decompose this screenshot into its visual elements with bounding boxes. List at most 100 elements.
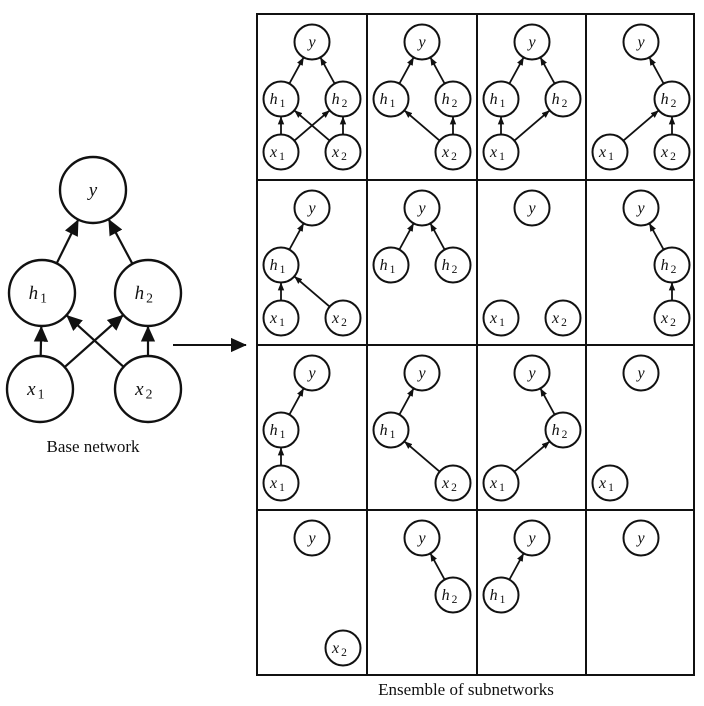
node-x2-circle	[434, 133, 472, 171]
node-x2-circle	[324, 133, 362, 171]
node-y-label: y	[306, 34, 316, 51]
node-y-circle	[622, 519, 660, 557]
node-x1-circle	[5, 354, 75, 424]
edge-h1-to-y	[288, 57, 305, 85]
node-y-circle	[513, 354, 551, 392]
node-y-label: y	[306, 200, 316, 217]
node-y: y	[513, 354, 551, 392]
node-y-label: y	[526, 34, 536, 51]
node-y-circle	[403, 519, 441, 557]
edge-h2-to-y	[539, 57, 556, 85]
node-h1-circle	[262, 246, 300, 284]
node-y-label: y	[635, 34, 645, 51]
node-y-label: y	[526, 530, 536, 547]
edge-x1-to-h1	[33, 325, 49, 357]
edge-h2-to-y	[107, 218, 134, 265]
node-y-circle	[293, 189, 331, 227]
node-y-label: y	[526, 200, 536, 217]
node-y: y	[293, 354, 331, 392]
node-y: y	[403, 23, 441, 61]
subnetwork-cell: y	[622, 519, 660, 557]
edge-h1-to-y	[398, 57, 415, 85]
node-x2-circle	[653, 299, 691, 337]
node-x1-circle	[482, 133, 520, 171]
node-x2-circle	[324, 299, 362, 337]
node-y-circle	[293, 354, 331, 392]
node-x1-circle	[482, 299, 520, 337]
node-h2-circle	[324, 80, 362, 118]
node-y: y	[293, 23, 331, 61]
node-h1-circle	[482, 576, 520, 614]
edge-x2-to-h1	[293, 275, 331, 308]
edge-h2-to-y	[539, 388, 556, 416]
node-y-circle	[513, 189, 551, 227]
node-x1-circle	[262, 133, 300, 171]
node-y-label: y	[306, 530, 316, 547]
node-y-circle	[622, 354, 660, 392]
ensemble-caption: Ensemble of subnetworks	[378, 680, 554, 699]
node-h2-circle	[434, 576, 472, 614]
node-y: y	[622, 354, 660, 392]
node-y: y	[513, 23, 551, 61]
edge-x1-to-h2	[513, 440, 551, 473]
node-h2-circle	[544, 80, 582, 118]
node-y-label: y	[416, 530, 426, 547]
node-y-label: y	[635, 530, 645, 547]
node-h1-circle	[262, 80, 300, 118]
edge-x1-to-h2	[622, 109, 660, 142]
node-h1-circle	[262, 411, 300, 449]
node-x1-circle	[482, 464, 520, 502]
node-y-circle	[513, 519, 551, 557]
node-y: y	[403, 519, 441, 557]
edge-h1-to-y	[398, 223, 415, 251]
edge-x2-to-h1	[403, 440, 441, 473]
node-h1-circle	[372, 246, 410, 284]
edge-h1-to-y	[508, 57, 525, 85]
